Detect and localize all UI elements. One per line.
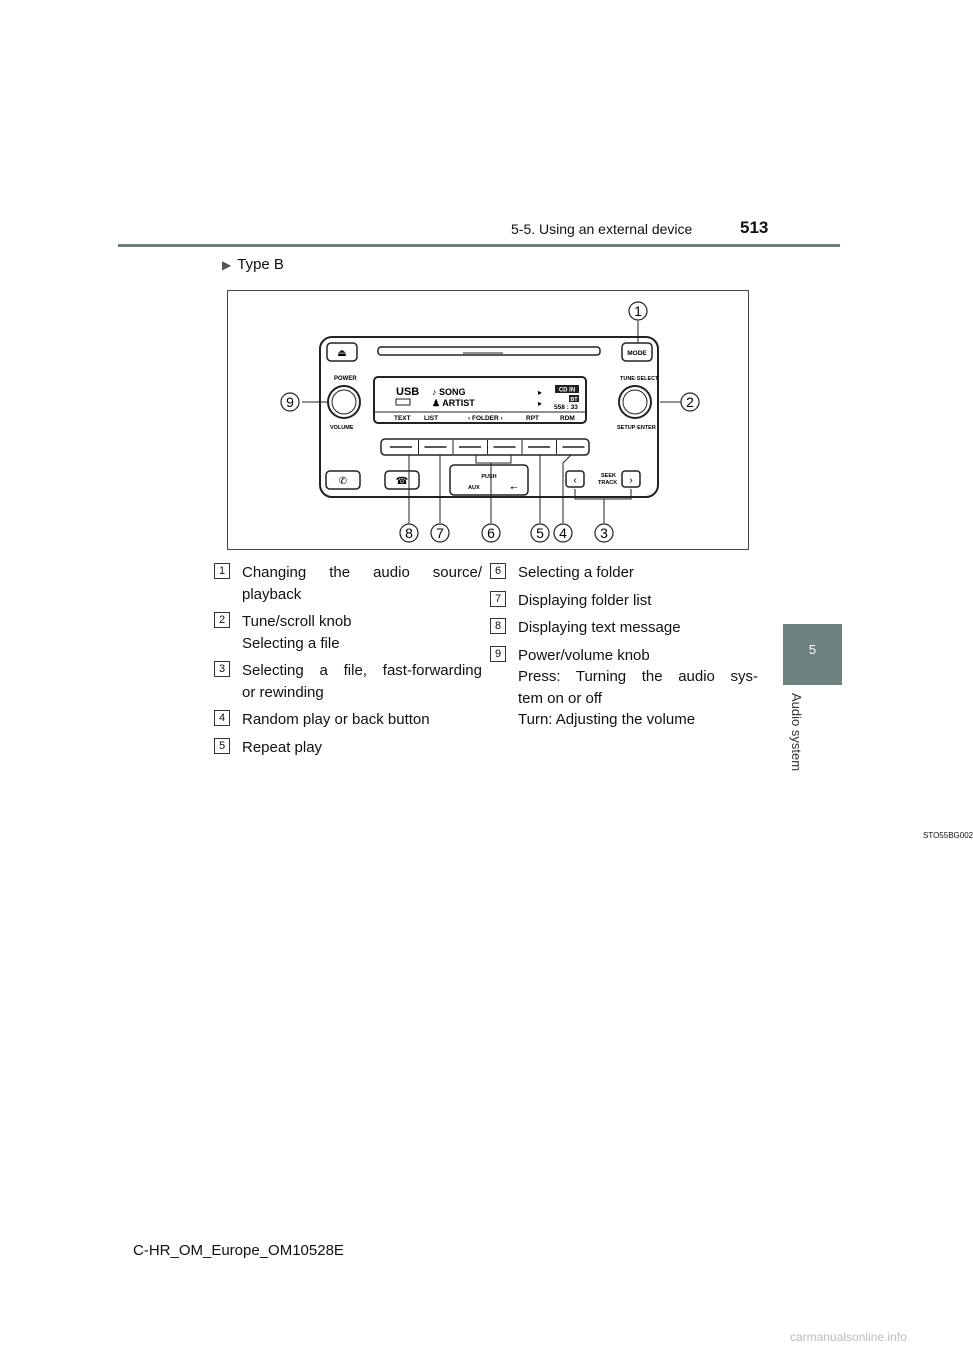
callout-number-3: 3 [600,525,608,541]
chevron-right-icon: › [629,475,632,486]
eject-icon: ⏏ [337,348,346,359]
seek-label: SEEK [601,473,616,479]
callout-circle-1 [628,301,648,321]
header-divider [118,244,840,247]
softkey-label-text: TEXT [394,415,411,422]
audio-unit-diagram: ⏏ MODE POWER VOLUME TUNE·SELECT SETUP·EN… [280,301,700,543]
eject-button [326,342,358,362]
seek-forward-button [621,470,641,488]
callout-circle-4 [553,523,573,543]
callout-circle-7 [430,523,450,543]
display-time: 558 : 33 [554,404,578,411]
softkey-label-rdm: RDM [560,415,575,422]
display-artist: ♟ ARTIST [432,398,475,408]
callout-number-7: 7 [436,525,444,541]
chapter-tab-label: Audio system [789,693,804,772]
phone-pickup-button [325,470,361,490]
track-label: TRACK [598,480,617,486]
push-label: PUSH [481,474,496,480]
callout-circle-2 [680,392,700,412]
softkey-labels: TEXT LIST ‹ FOLDER › RPT RDM [394,415,575,422]
document-footer: C-HR_OM_Europe_OM10528E [133,1242,344,1259]
display-source: USB [396,386,419,398]
usb-icon: ⭠ [510,482,517,492]
callouts: 1 2 3 45 6 7 8 9 [280,301,700,543]
mode-button [621,342,653,362]
chapter-tab[interactable]: 5 [783,624,842,685]
callout-circle-8 [399,523,419,543]
figure-code: STO55BG002 [923,831,973,840]
phone-pickup-icon: ✆ [339,476,347,487]
aux-label: AUX [468,485,480,491]
callout-number-1: 1 [634,303,642,319]
svg-text:▸: ▸ [538,388,542,397]
display-song: ♪ SONG [432,387,466,397]
type-heading: ▶ Type B [222,256,284,273]
callout-number-9: 9 [286,394,294,410]
audio-unit-illustration: ⏏ MODE POWER VOLUME TUNE·SELECT SETUP·EN… [227,290,973,840]
triangle-arrow-icon: ▶ [222,258,232,272]
softkey-label-rpt: RPT [526,415,539,422]
mode-label: MODE [627,350,647,357]
softkey-bar [380,438,590,456]
display-cd-in: CD IN [559,388,575,394]
callout-circle-3 [594,523,614,543]
callout-number-6: 6 [487,525,495,541]
section-title: 5-5. Using an external device [511,221,693,237]
callout-number-2: 2 [686,394,694,410]
page-number: 513 [740,218,769,237]
phone-hangup-button [384,470,420,490]
softkey-buttons [390,440,585,454]
callout-number-5: 5 [536,525,544,541]
seek-back-button [565,470,585,488]
power-label: POWER [334,376,357,382]
softkey-label-folder: ‹ FOLDER › [468,415,503,422]
callout-number-4: 4 [559,525,567,541]
setup-enter-label: SETUP·ENTER [617,425,656,431]
svg-text:▸: ▸ [538,399,542,408]
watermark[interactable]: carmanualsonline.info [790,1330,907,1344]
callout-number-8: 8 [405,525,413,541]
tune-select-label: TUNE·SELECT [620,376,659,382]
softkey-label-list: LIST [424,415,438,422]
chevron-left-icon: ‹ [573,475,576,486]
callout-circle-9 [280,392,300,412]
callout-circle-5 [530,523,550,543]
phone-hangup-icon: ☎ [396,476,408,487]
cd-slot [377,346,601,356]
callout-circle-6 [481,523,501,543]
aux-usb-cover [449,464,529,496]
volume-label: VOLUME [330,425,354,431]
display-bt: BT [570,397,578,403]
type-heading-text: Type B [237,256,284,273]
